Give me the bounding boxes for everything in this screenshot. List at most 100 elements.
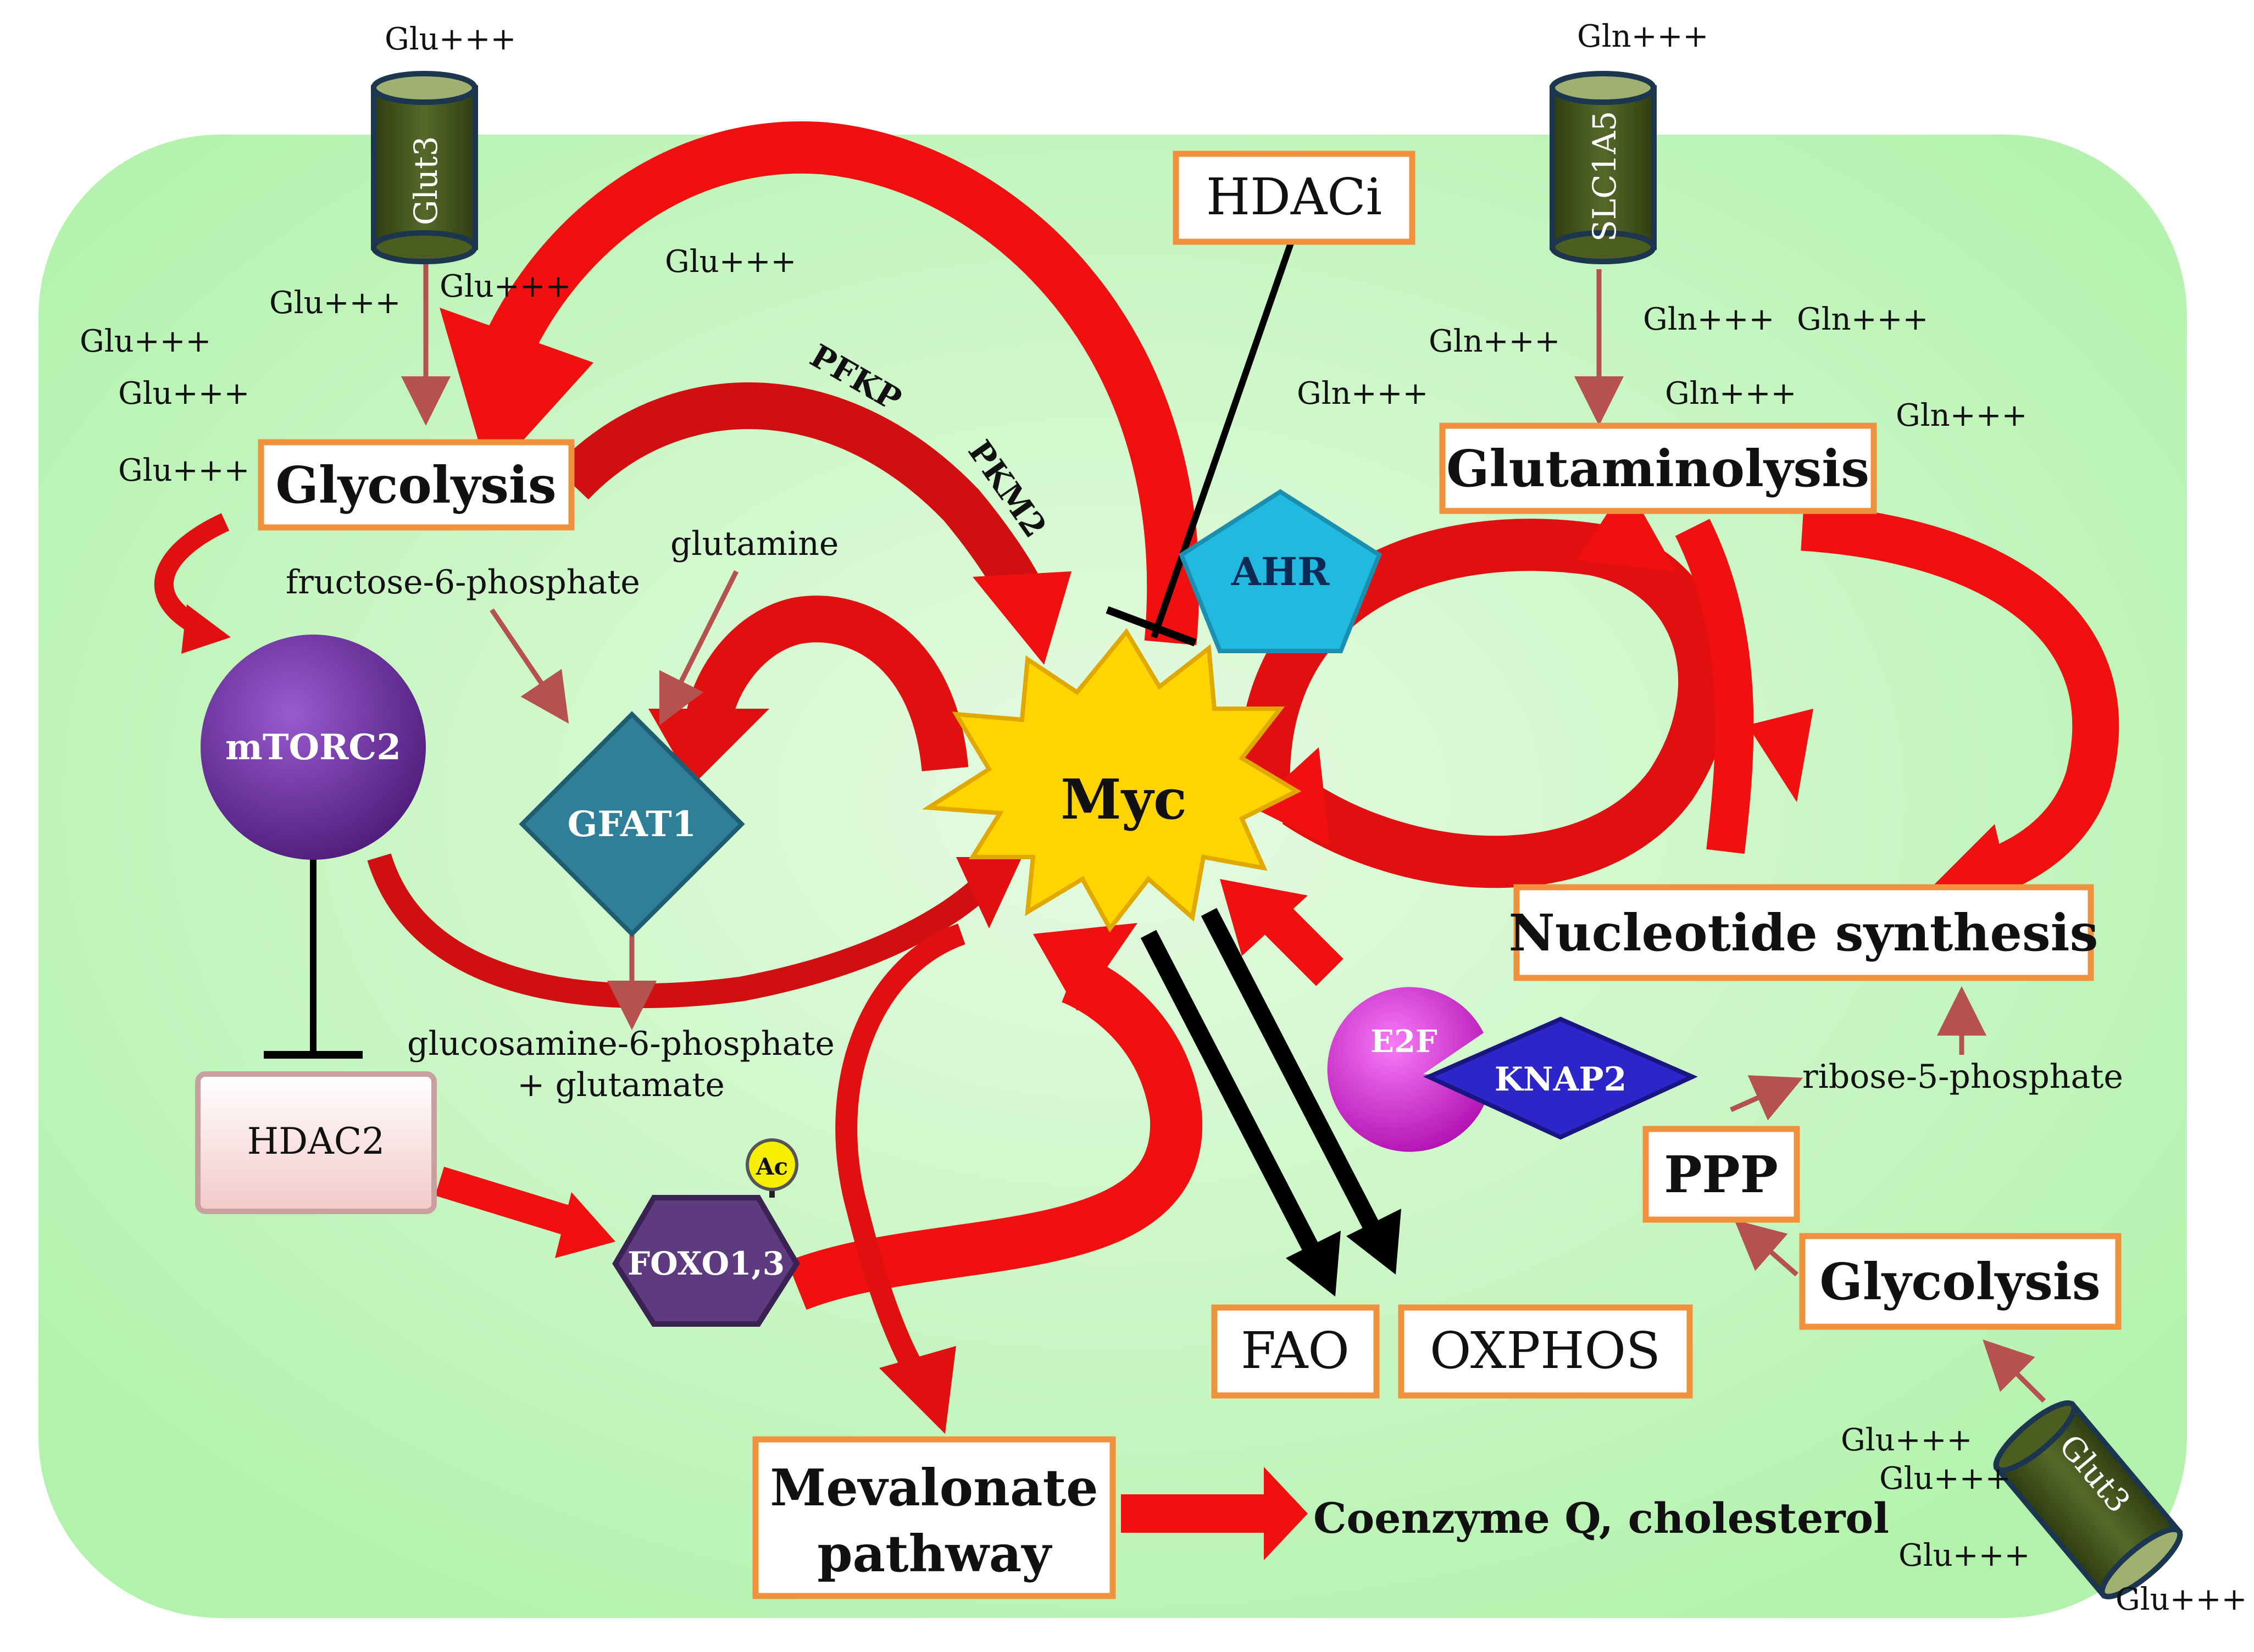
glutaminolysis-to-nucleotide-arrow (1675, 519, 1754, 854)
myc-node: Myc (921, 628, 1302, 933)
ppp-to-ribose-arrow (1730, 1075, 1803, 1121)
glu-label: Glu+++ (118, 376, 249, 411)
knap2-label: KNAP2 (1495, 1060, 1626, 1099)
to-glutaminolysis-arrowhead (1577, 483, 1676, 571)
glycolysis-to-mtorc2-arrowhead (181, 604, 231, 654)
glutamine-to-gfat1-arrow (659, 570, 739, 726)
ribose-label: ribose-5-phosphate (1802, 1058, 2123, 1096)
myc-to-mevalonate-arrow (835, 924, 965, 1391)
gln-labels: Gln+++ Gln+++ Gln+++ Gln+++ Gln+++ Gln++… (1297, 19, 2027, 433)
mtorc2-to-myc-arrow (367, 853, 986, 1008)
to-nucleotide-arrowhead (1747, 709, 1813, 802)
myc-to-gfat1-arrow (685, 596, 969, 772)
gln-label: Gln+++ (1665, 376, 1796, 411)
fructose-label: fructose-6-phosphate (286, 563, 640, 602)
mevalonate-to-coenzyme-shaft (1121, 1494, 1269, 1533)
ppp-label: PPP (1664, 1145, 1778, 1204)
glu-label: Glu+++ (385, 21, 516, 57)
gln-label: Gln+++ (1643, 302, 1774, 337)
glycolysis-to-ppp-arrow (1734, 1220, 1798, 1277)
slc1a5-label: SLC1A5 (1586, 111, 1623, 242)
ac-circle-icon (746, 1138, 798, 1191)
mevalonate-box (752, 1436, 1116, 1599)
fao-label: FAO (1241, 1321, 1350, 1380)
nucleotide-synthesis-box (1513, 884, 2094, 981)
pathway-box-labels: Glycolysis HDACi Glutaminolysis Nucleoti… (275, 168, 2100, 1583)
glu-label: Glu+++ (1841, 1422, 1972, 1458)
e2f-to-myc-arrow (1256, 898, 1343, 986)
myc-to-glycolysis-arrowhead (440, 308, 593, 478)
ppp-box (1642, 1126, 1800, 1223)
knap2-diamond-icon (1423, 1016, 1698, 1140)
e2f-knap2-node: E2F KNAP2 (1327, 987, 1698, 1152)
glut3-bottom-to-glycolysis-arrow (1983, 1339, 2046, 1403)
mtorc2-to-myc-arrowhead (956, 857, 1022, 928)
glu-label: Glu+++ (2116, 1582, 2247, 1617)
gln-label: Gln+++ (1577, 19, 1708, 54)
mtorc2-node: mTORC2 (201, 635, 426, 860)
glut3-transporter-icon (371, 85, 478, 250)
glycolysis-right-box (1799, 1233, 2122, 1330)
glycolysis-left-box (258, 439, 575, 531)
hdaci-inhibition-bar (1106, 606, 1197, 647)
mevalonate-label-line1: Mevalonate (770, 1458, 1098, 1517)
mtorc2-circle-icon (201, 635, 426, 860)
gln-label: Gln+++ (1297, 376, 1428, 411)
mevalonate-label-line2: pathway (817, 1524, 1052, 1583)
glycolysis-to-myc-arrowhead (973, 571, 1072, 665)
glu-label: Glu+++ (1879, 1461, 2011, 1497)
glycolysis-left-label: Glycolysis (275, 455, 556, 515)
glu-label: Glu+++ (440, 269, 571, 304)
e2f-circle-icon (1327, 987, 1492, 1152)
myc-to-oxphos-arrowhead (1346, 1209, 1401, 1275)
hdac2-to-foxo-arrow (435, 1166, 587, 1240)
glycolysis-right-label: Glycolysis (1819, 1252, 2100, 1311)
glu-label: Glu+++ (118, 453, 249, 488)
foxo-label: FOXO1,3 (628, 1245, 785, 1282)
glucosamine-label-line1: glucosamine-6-phosphate (407, 1025, 835, 1063)
oxphos-label: OXPHOS (1430, 1321, 1661, 1380)
to-myc-right-arrowhead (1253, 747, 1330, 846)
oxphos-box (1398, 1304, 1693, 1399)
glu-label: Glu+++ (1898, 1538, 2030, 1573)
inhibition-lines (264, 241, 1295, 1059)
ahr-label: AHR (1231, 549, 1330, 594)
myc-to-mevalonate-arrowhead (879, 1346, 956, 1434)
foxo-node: FOXO1,3 Ac (612, 1138, 800, 1327)
myc-to-oxphos-arrow (1201, 908, 1382, 1235)
myc-starburst-icon (921, 628, 1302, 933)
hdac2-block (195, 1071, 437, 1214)
brown-arrows (401, 258, 2046, 1403)
glu-label: Glu+++ (80, 324, 211, 359)
myc-to-gfat1-arrowhead (648, 709, 769, 786)
hdac2-to-foxo-arrowhead (555, 1192, 615, 1258)
glut3-top-transporter: Glut3 (371, 71, 478, 264)
foxo-myc-swirl-arrow (787, 953, 1202, 1310)
hdac2-node: HDAC2 (195, 1071, 437, 1214)
glutaminolysis-label: Glutaminolysis (1446, 439, 1869, 498)
glycolysis-to-myc-arrow (554, 382, 1043, 604)
gln-label: Gln+++ (1896, 398, 2027, 433)
myc-to-fao-arrowhead (1286, 1231, 1341, 1297)
glycolysis-to-mtorc2-arrow (154, 513, 230, 635)
to-myc-bottom-arrowhead (1033, 923, 1137, 1011)
slc1a5-transporter-icon (1550, 85, 1657, 250)
gln-label: Gln+++ (1429, 324, 1560, 359)
fao-box (1211, 1304, 1380, 1399)
ahr-pentagon-icon (1179, 489, 1382, 653)
gfat1-node: GFAT1 (519, 711, 745, 937)
gfat1-label: GFAT1 (568, 804, 697, 845)
glutaminolysis-box (1439, 422, 1877, 514)
glu-label: Glu+++ (269, 285, 401, 321)
hdaci-box (1173, 151, 1415, 245)
mtorc2-label: mTORC2 (225, 727, 401, 768)
red-arrows (154, 121, 2119, 1560)
ahr-node: AHR (1179, 489, 1382, 653)
glut3-top-label: Glut3 (407, 136, 445, 225)
nucleotide-synthesis-label: Nucleotide synthesis (1509, 903, 2098, 963)
hdac2-label: HDAC2 (247, 1120, 385, 1162)
glu-label: Glu+++ (665, 244, 796, 280)
glu-labels: Glu+++ Glu+++ Glu+++ Glu+++ Glu+++ Glu++… (80, 21, 2247, 1617)
coenzyme-label: Coenzyme Q, cholesterol (1313, 1494, 1889, 1543)
